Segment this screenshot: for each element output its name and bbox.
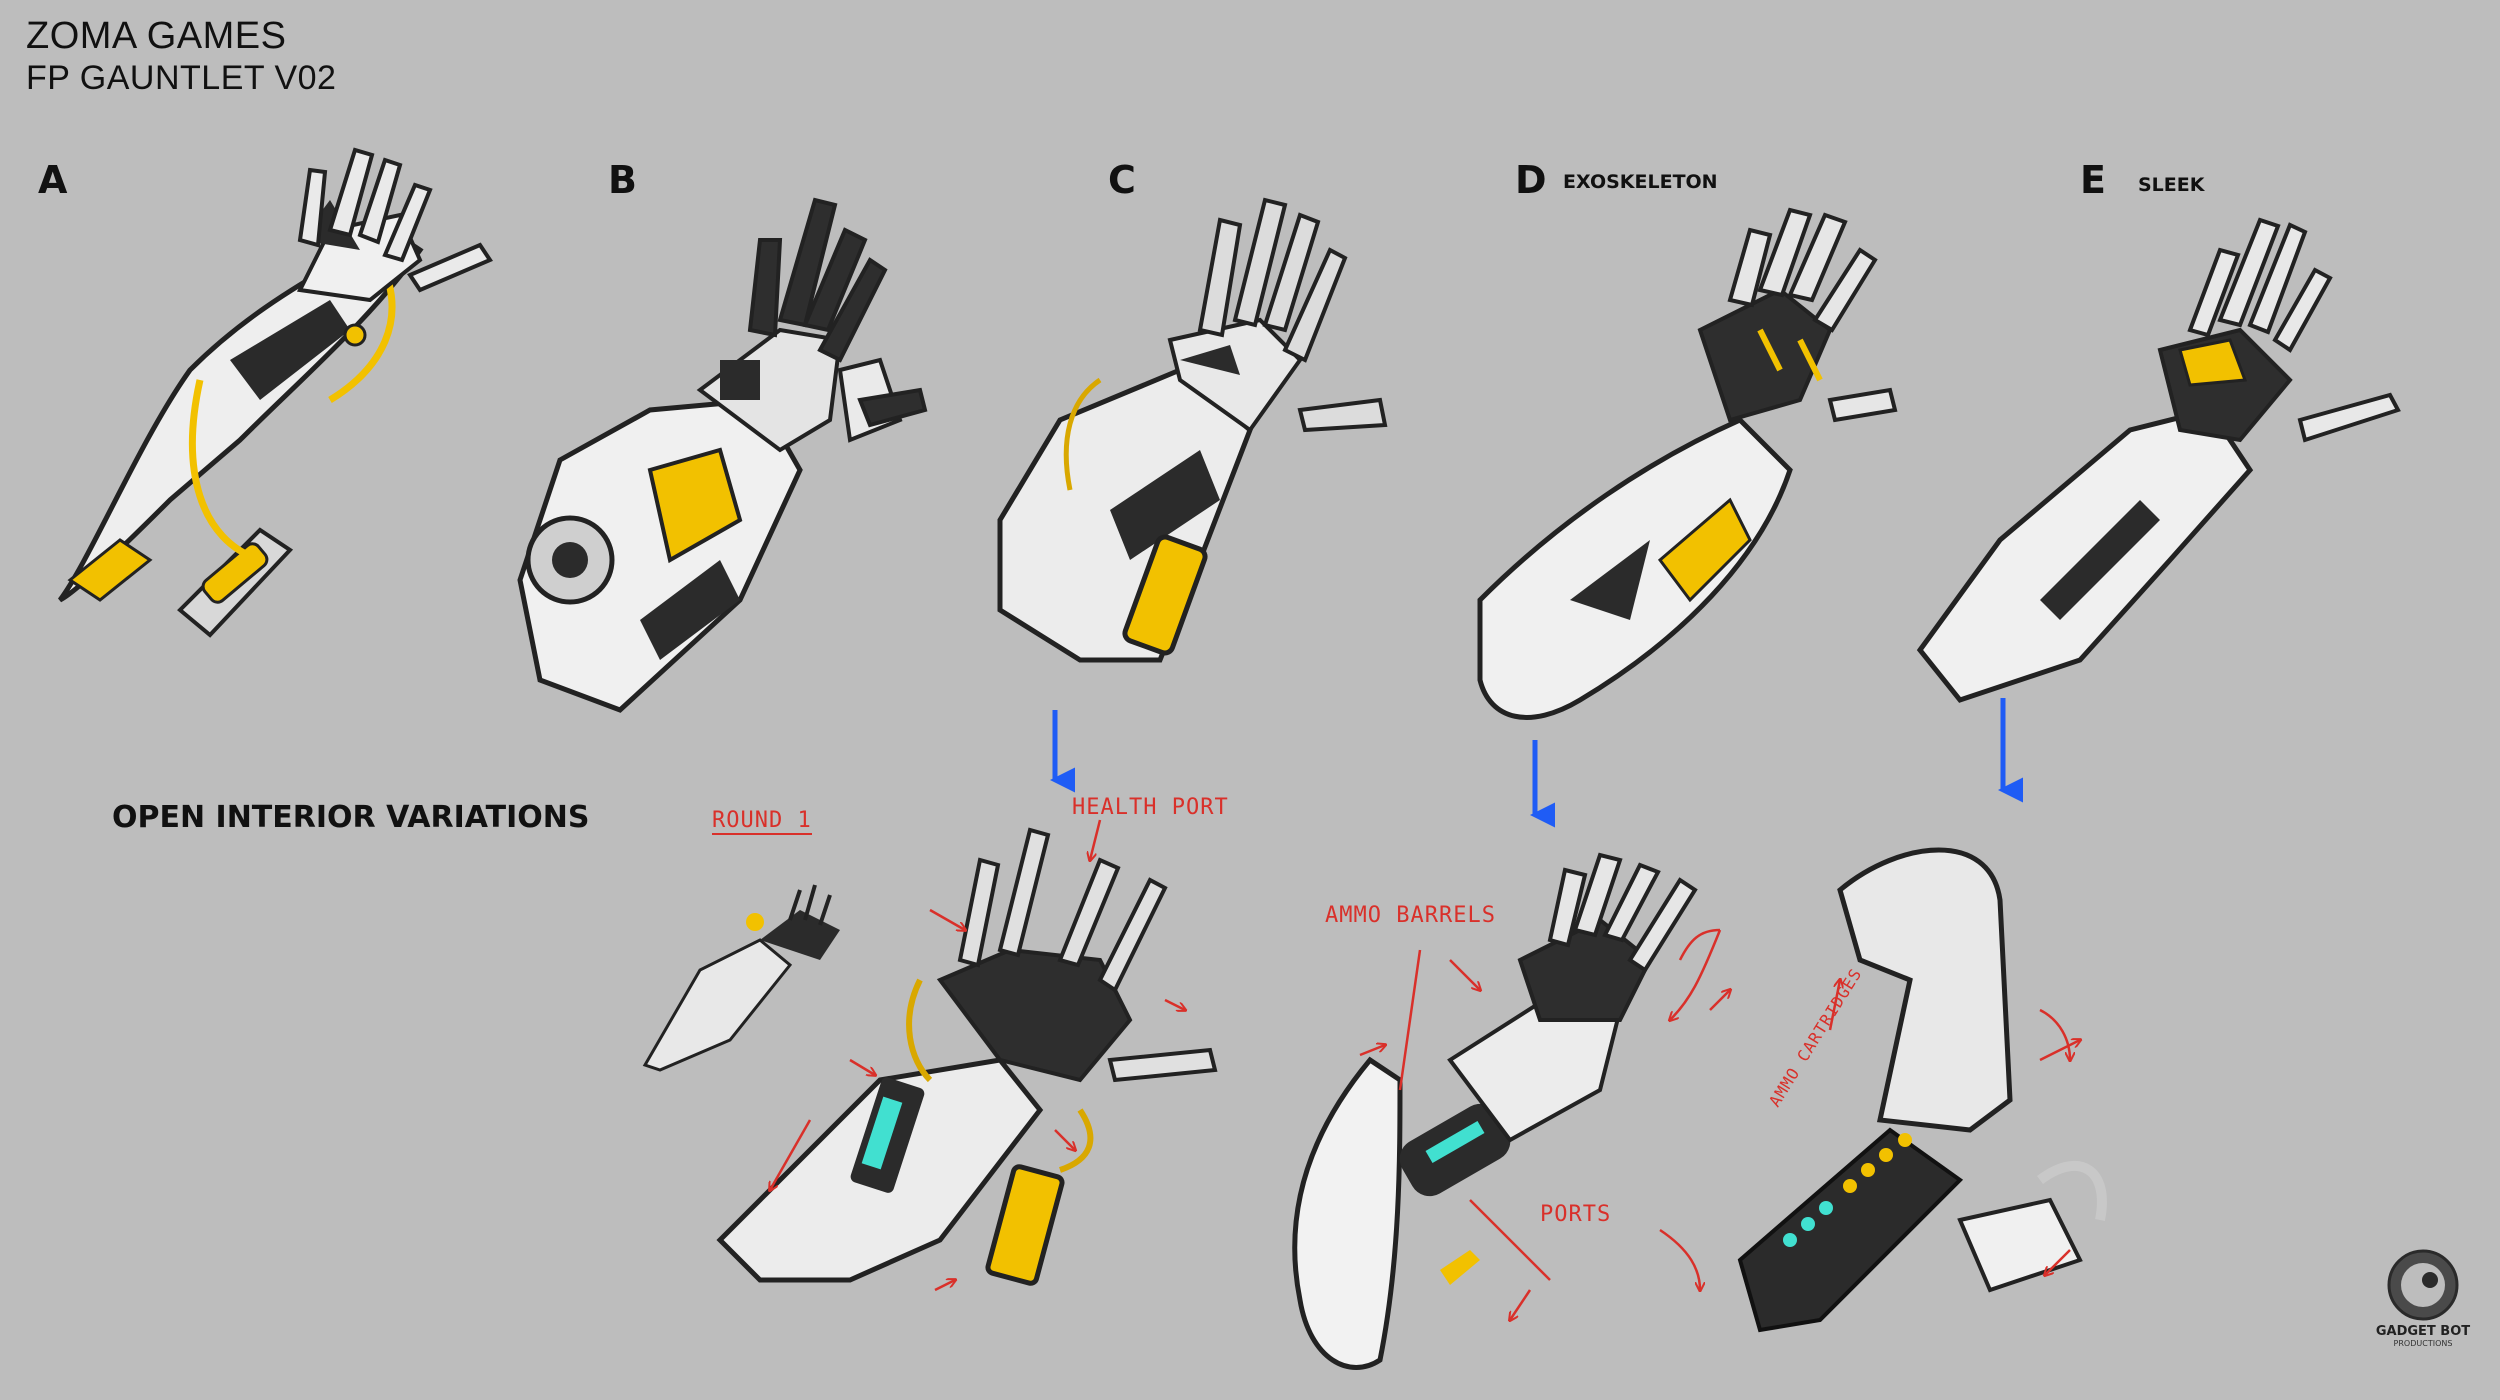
interior-e-sketch bbox=[1737, 847, 2107, 1333]
gadget-bot-logo: GADGET BOT PRODUCTIONS bbox=[2368, 1248, 2478, 1348]
ports-note: PORTS bbox=[1540, 1202, 1612, 1227]
studio-title: ZOMA GAMES bbox=[26, 15, 287, 57]
variant-a-label: A bbox=[38, 158, 68, 202]
logo-subtext: PRODUCTIONS bbox=[2393, 1339, 2453, 1348]
variant-d-label: D bbox=[1515, 158, 1547, 202]
variant-e-name: SLEEK bbox=[2138, 174, 2205, 196]
gauntlet-c-illustration bbox=[997, 197, 1388, 663]
gauntlet-d-illustration bbox=[1477, 207, 1898, 720]
interior-c-small-sketch bbox=[642, 884, 840, 1072]
open-interior-heading: OPEN INTERIOR VARIATIONS bbox=[112, 800, 590, 835]
project-subtitle: FP GAUNTLET V02 bbox=[26, 59, 337, 97]
gadget-bot-logo-mark bbox=[2387, 1249, 2459, 1321]
health-port-note: HEALTH PORT bbox=[1072, 795, 1229, 820]
variant-e-label: E bbox=[2080, 158, 2106, 202]
variant-d-name: EXOSKELETON bbox=[1563, 171, 1718, 193]
interior-c-large-sketch bbox=[716, 827, 1218, 1286]
gauntlet-e-illustration bbox=[1916, 217, 2401, 703]
ammo-barrels-note: AMMO BARRELS bbox=[1325, 903, 1496, 928]
logo-name: GADGET BOT bbox=[2375, 1324, 2471, 1339]
annotation-arrows bbox=[770, 819, 2080, 1320]
variant-c-label: C bbox=[1108, 158, 1136, 202]
round-note: ROUND 1 bbox=[712, 808, 812, 835]
gauntlet-b-illustration bbox=[517, 197, 928, 713]
gauntlet-a-illustration bbox=[57, 147, 493, 638]
interior-d-sketch bbox=[1292, 852, 1698, 1370]
variant-b-label: B bbox=[608, 158, 637, 202]
title-block: ZOMA GAMES FP GAUNTLET V02 bbox=[26, 14, 336, 98]
